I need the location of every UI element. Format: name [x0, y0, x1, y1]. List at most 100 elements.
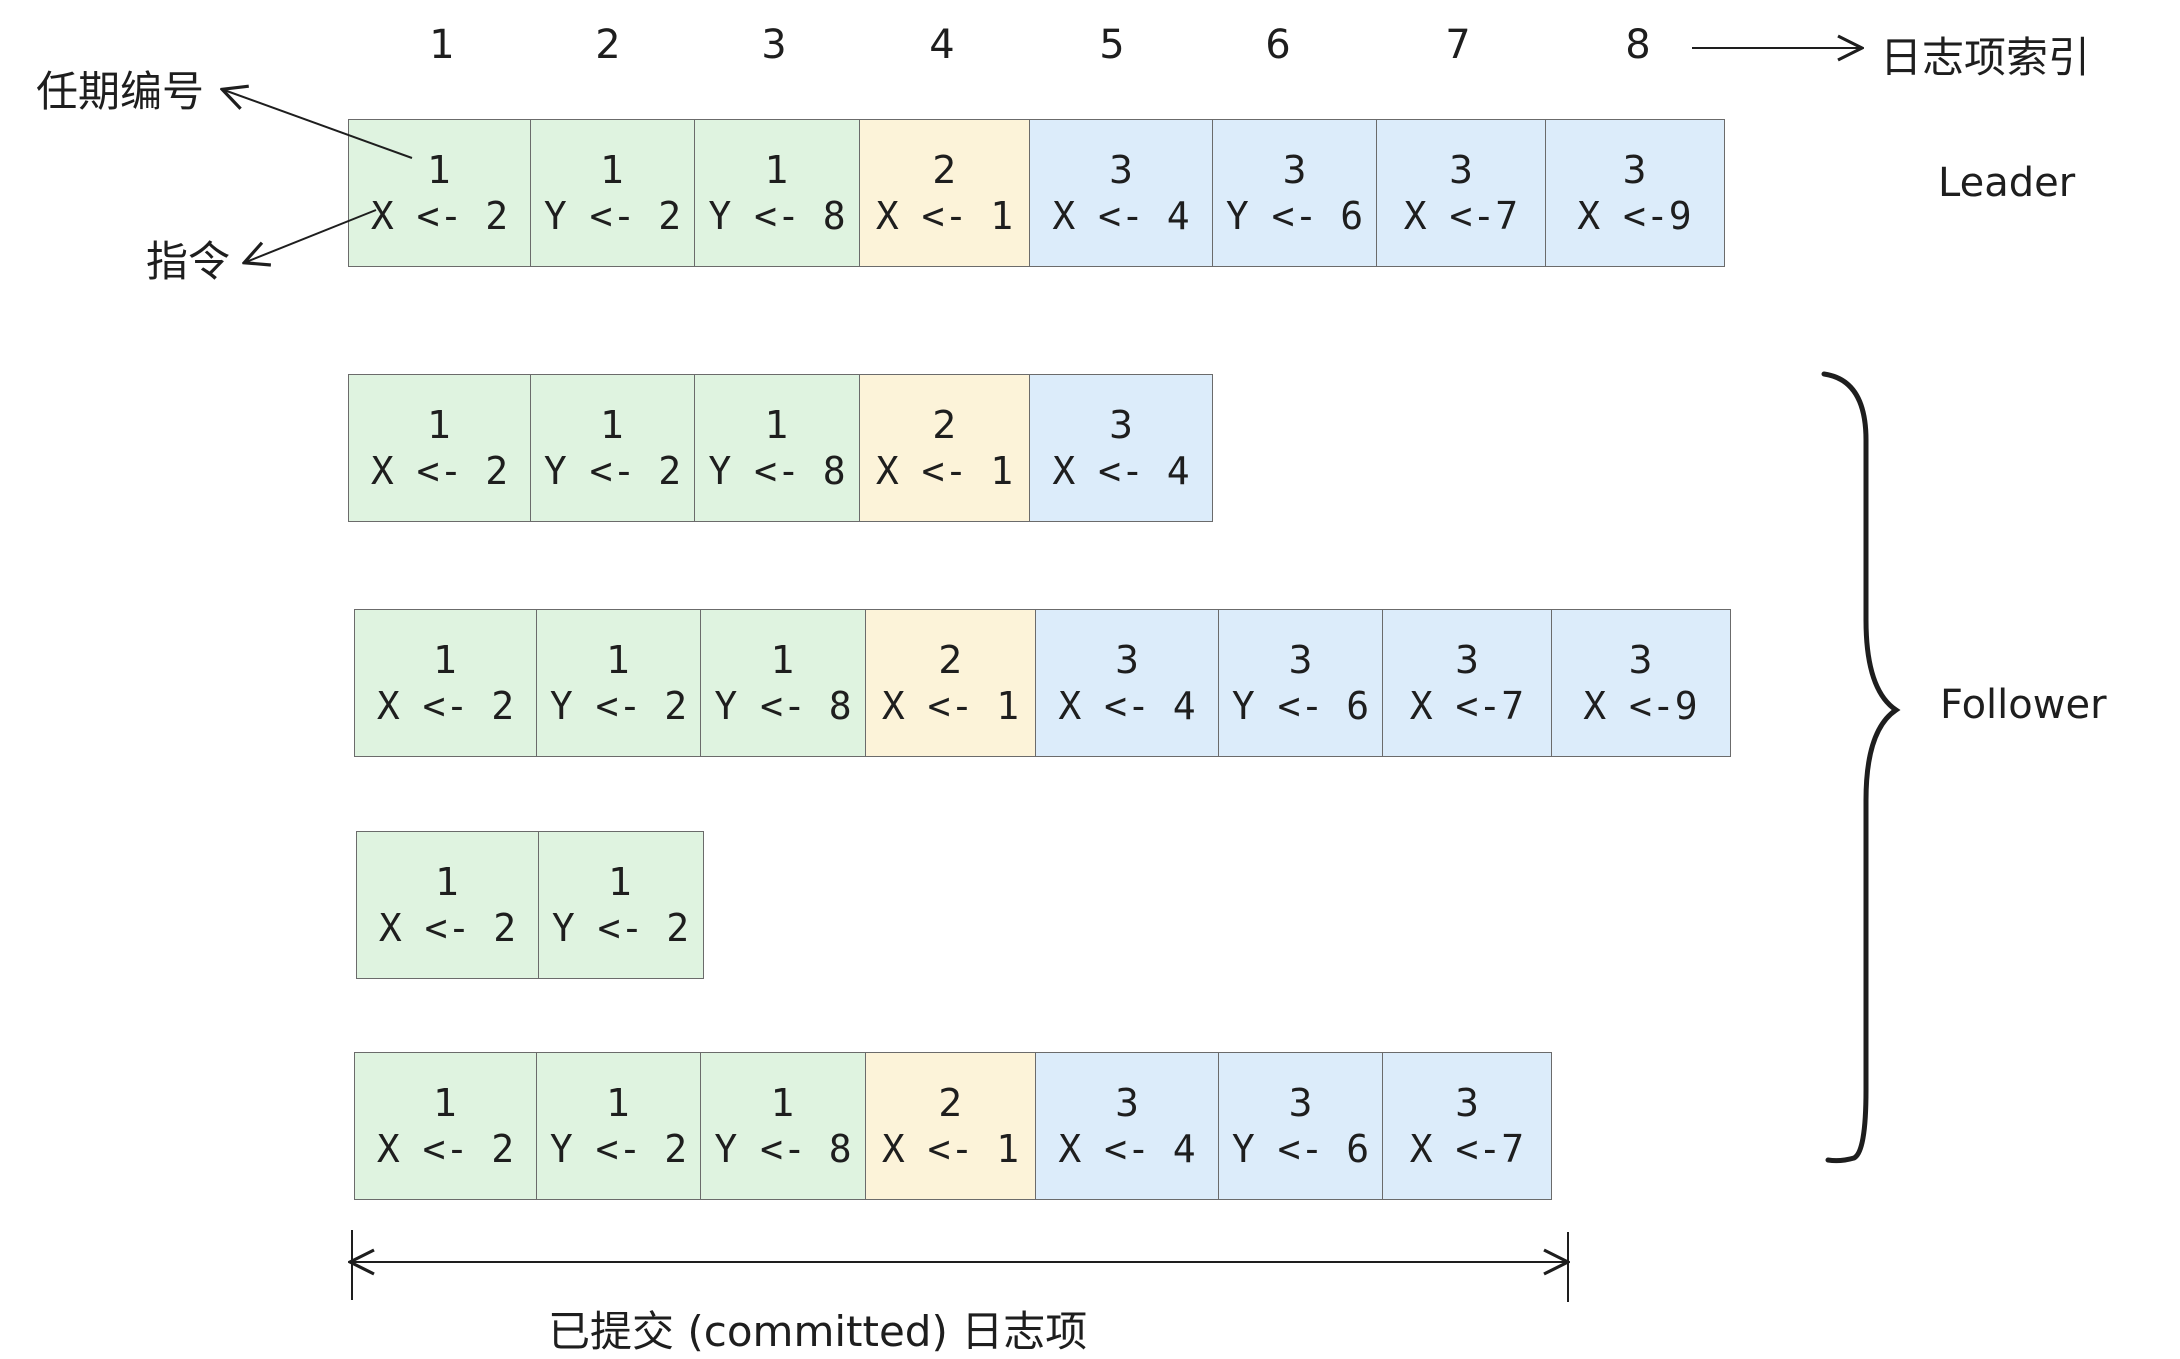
entry-term: 1 — [606, 638, 631, 682]
entry-command: X <-9 — [1583, 684, 1698, 728]
entry-command: X <- 1 — [875, 449, 1014, 493]
entry-term: 3 — [1114, 638, 1140, 682]
entry-command: Y <- 2 — [551, 906, 690, 950]
term-pointer-arrow — [224, 90, 413, 159]
entry-term: 1 — [764, 148, 790, 192]
log-index-number: 4 — [929, 22, 955, 68]
command-label: 指令 — [146, 237, 231, 286]
command-pointer-arrow — [246, 209, 377, 262]
entry-command: X <- 1 — [875, 194, 1014, 238]
entry-command: Y <- 2 — [549, 1127, 688, 1171]
entry-command: Y <- 2 — [543, 449, 682, 493]
entry-term: 3 — [1628, 638, 1653, 682]
follower-brace — [1821, 371, 1901, 1164]
entry-command: X <- 4 — [1052, 194, 1190, 238]
entry-term: 3 — [1448, 148, 1474, 192]
entry-term: 3 — [1622, 148, 1647, 192]
entry-term: 1 — [770, 638, 796, 682]
log-index-number: 1 — [429, 22, 455, 68]
entry-term: 1 — [435, 860, 460, 904]
entry-command: Y <- 8 — [714, 684, 852, 728]
entry-command: Y <- 2 — [543, 194, 682, 238]
entry-command: X <- 2 — [370, 194, 509, 238]
entry-term: 1 — [427, 403, 452, 447]
entry-command: X <- 2 — [370, 449, 509, 493]
entry-term: 3 — [1282, 148, 1307, 192]
log-index-number: 7 — [1445, 22, 1471, 68]
entry-term: 2 — [938, 1081, 963, 1125]
log-index-number: 5 — [1099, 22, 1125, 68]
entry-term: 1 — [600, 148, 625, 192]
entry-term: 1 — [433, 1081, 458, 1125]
entry-command: Y <- 6 — [1231, 1127, 1370, 1171]
term-number-label: 任期编号 — [36, 67, 205, 116]
leader-label: Leader — [1938, 160, 2076, 206]
entry-command: X <- 2 — [378, 906, 517, 950]
entry-command: Y <- 6 — [1225, 194, 1364, 238]
entry-command: X <- 2 — [376, 684, 515, 728]
log-index-number: 6 — [1265, 22, 1291, 68]
entry-term: 3 — [1114, 1081, 1140, 1125]
entry-term: 1 — [770, 1081, 796, 1125]
log-index-label: 日志项索引 — [1880, 33, 2091, 82]
log-index-number: 8 — [1625, 22, 1651, 68]
entry-term: 2 — [932, 148, 957, 192]
entry-term: 2 — [938, 638, 963, 682]
entry-term: 1 — [764, 403, 790, 447]
entry-term: 1 — [608, 860, 633, 904]
entry-command: X <- 2 — [376, 1127, 515, 1171]
entry-command: Y <- 8 — [708, 194, 846, 238]
entry-term: 2 — [932, 403, 957, 447]
follower-label: Follower — [1940, 682, 2107, 728]
entry-command: X <- 4 — [1058, 684, 1196, 728]
entry-term: 1 — [606, 1081, 631, 1125]
entry-command: Y <- 6 — [1231, 684, 1370, 728]
log-index-number: 2 — [595, 22, 621, 68]
entry-term: 1 — [600, 403, 625, 447]
entry-term: 3 — [1454, 1081, 1480, 1125]
entry-command: X <- 4 — [1058, 1127, 1196, 1171]
entry-command: Y <- 8 — [708, 449, 846, 493]
log-index-number: 3 — [761, 22, 787, 68]
entry-command: X <-7 — [1409, 684, 1525, 728]
entry-term: 3 — [1288, 638, 1313, 682]
entry-command: X <- 1 — [881, 1127, 1020, 1171]
entry-term: 3 — [1108, 403, 1134, 447]
entry-term: 1 — [433, 638, 458, 682]
entry-term: 3 — [1288, 1081, 1313, 1125]
